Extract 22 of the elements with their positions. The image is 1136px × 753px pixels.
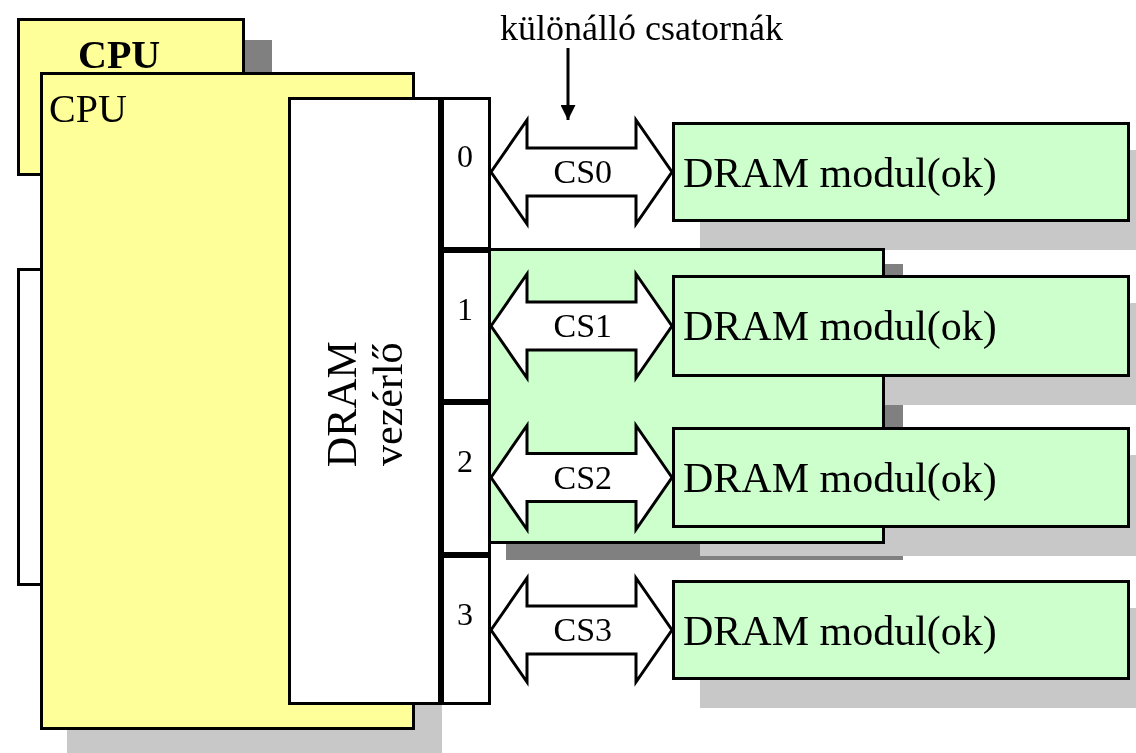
- box-label: DRAM modul(ok): [683, 610, 997, 652]
- box-label: DRAM modul(ok): [683, 152, 997, 194]
- memory-module-box: [672, 427, 1130, 528]
- box-shape: [17, 268, 40, 586]
- port-number: 3: [457, 598, 473, 630]
- port-number: 1: [457, 293, 473, 325]
- cpu-box: [17, 18, 245, 72]
- port-number: 2: [457, 445, 473, 477]
- memory-module-box: [672, 122, 1130, 222]
- box-label: CPU: [49, 89, 127, 129]
- box-label: DRAM vezérlő: [318, 340, 411, 470]
- box-label: DRAM modul(ok): [683, 305, 997, 347]
- cpu-box: [40, 72, 290, 730]
- controller-box: [288, 97, 441, 705]
- box-label: CPU: [78, 35, 161, 75]
- port-number: 0: [457, 140, 473, 172]
- box-shape: [17, 72, 40, 176]
- memory-module-box: [672, 275, 1130, 377]
- leader-arrow: [560, 48, 576, 120]
- box-label: DRAM modul(ok): [683, 457, 997, 499]
- memory-module-box: [672, 580, 1130, 680]
- annotation-text: különálló csatornák: [500, 10, 783, 46]
